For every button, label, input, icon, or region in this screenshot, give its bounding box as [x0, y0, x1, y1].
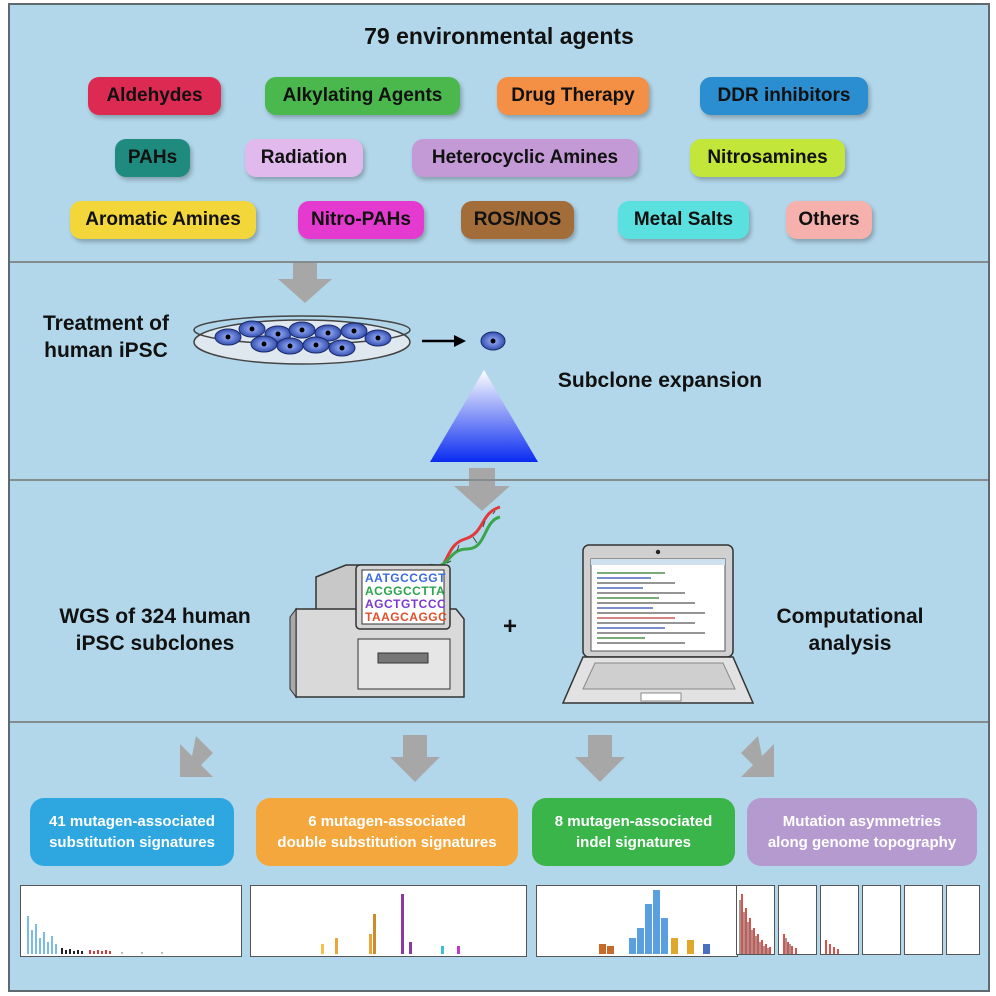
down-arrow-icon [390, 735, 440, 782]
down-arrow-icon [454, 468, 510, 511]
topography-mini-plot [736, 885, 775, 955]
agent-pill-others: Others [786, 201, 872, 239]
agent-pill-nitrosamines: Nitrosamines [690, 139, 845, 177]
subclone-expansion-label: Subclone expansion [557, 369, 763, 392]
result-box-substitution: 41 mutagen-associated substitution signat… [30, 798, 234, 866]
agent-pill-ros-nos: ROS/NOS [461, 201, 574, 239]
agent-pill-heterocyclic-amines: Heterocyclic Amines [412, 139, 638, 177]
substitution-signature-plot [20, 885, 242, 957]
agent-pill-metal-salts: Metal Salts [618, 201, 749, 239]
figure-frame: 79 environmental agents Aldehydes Alkyla… [8, 3, 990, 992]
topography-mini-plot [862, 885, 901, 955]
result-line2: double substitution signatures [277, 834, 497, 851]
dna-sequence-line: AGCTGTCCC [365, 597, 447, 611]
agent-pill-radiation: Radiation [245, 139, 363, 177]
result-line2: along genome topography [767, 834, 957, 851]
double-substitution-signature-plot [250, 885, 527, 957]
dna-sequence-line: AATGCCGGT [365, 571, 446, 585]
topography-mini-plot [820, 885, 859, 955]
treatment-label-line1: Treatment of [42, 312, 170, 335]
computational-analysis-label: Computational analysis [740, 603, 960, 658]
comp-label-line1: Computational [776, 605, 924, 628]
topography-mini-plot [904, 885, 943, 955]
result-line1: Mutation asymmetries [782, 813, 942, 830]
comp-label-line2: analysis [808, 632, 892, 656]
result-box-indel: 8 mutagen-associated indel signatures [532, 798, 735, 866]
dna-sequence-screen: AATGCCGGT ACGGCCTTA AGCTGTCCC TAAGCAGGC [365, 571, 448, 624]
flow-arrows [180, 263, 774, 782]
dna-sequence-line: ACGGCCTTA [365, 584, 446, 598]
wgs-label-line1: WGS of 324 human [59, 605, 251, 628]
topography-mini-plot [946, 885, 980, 955]
petri-dish-icon [193, 315, 411, 365]
sequencer-machine-icon [289, 564, 465, 699]
result-line2: substitution signatures [49, 834, 215, 851]
laptop-icon [561, 544, 755, 704]
agent-pill-pahs: PAHs [115, 139, 190, 177]
result-line2: indel signatures [575, 834, 692, 851]
result-box-asymmetries: Mutation asymmetries along genome topogra… [747, 798, 977, 866]
down-arrow-icon [741, 736, 774, 777]
agent-pill-alkylating-agents: Alkylating Agents [265, 77, 460, 115]
dna-sequence-line: TAAGCAGGC [365, 610, 448, 624]
section-divider-3 [10, 721, 988, 723]
wgs-label-line2: iPSC subclones [75, 632, 235, 656]
treatment-label-line2: human iPSC [44, 339, 168, 363]
expansion-triangle-icon [430, 370, 538, 462]
section-divider-1 [10, 261, 988, 263]
section-divider-2 [10, 479, 988, 481]
result-line1: 41 mutagen-associated [49, 813, 215, 830]
agent-pill-nitro-pahs: Nitro-PAHs [298, 201, 424, 239]
down-arrow-icon [180, 736, 213, 777]
agent-pill-drug-therapy: Drug Therapy [497, 77, 649, 115]
wgs-label: WGS of 324 human iPSC subclones [20, 603, 290, 658]
agent-pill-aromatic-amines: Aromatic Amines [70, 201, 256, 239]
result-box-double-substitution: 6 mutagen-associated double substitution … [256, 798, 518, 866]
indel-signature-plot [536, 885, 738, 957]
single-cell-arrow-icon [422, 331, 506, 351]
down-arrow-icon [575, 735, 625, 782]
result-line1: 6 mutagen-associated [308, 813, 466, 830]
result-line1: 8 mutagen-associated [554, 813, 713, 830]
agent-pill-aldehydes: Aldehydes [88, 77, 221, 115]
topography-mini-plot [778, 885, 817, 955]
treatment-label: Treatment of human iPSC [16, 310, 196, 365]
down-arrow-icon [278, 263, 332, 303]
agents-title: 79 environmental agents [364, 23, 634, 49]
topography-asymmetry-plots [736, 885, 980, 955]
plus-sign: + [502, 613, 517, 640]
agent-pill-ddr-inhibitors: DDR inhibitors [700, 77, 868, 115]
